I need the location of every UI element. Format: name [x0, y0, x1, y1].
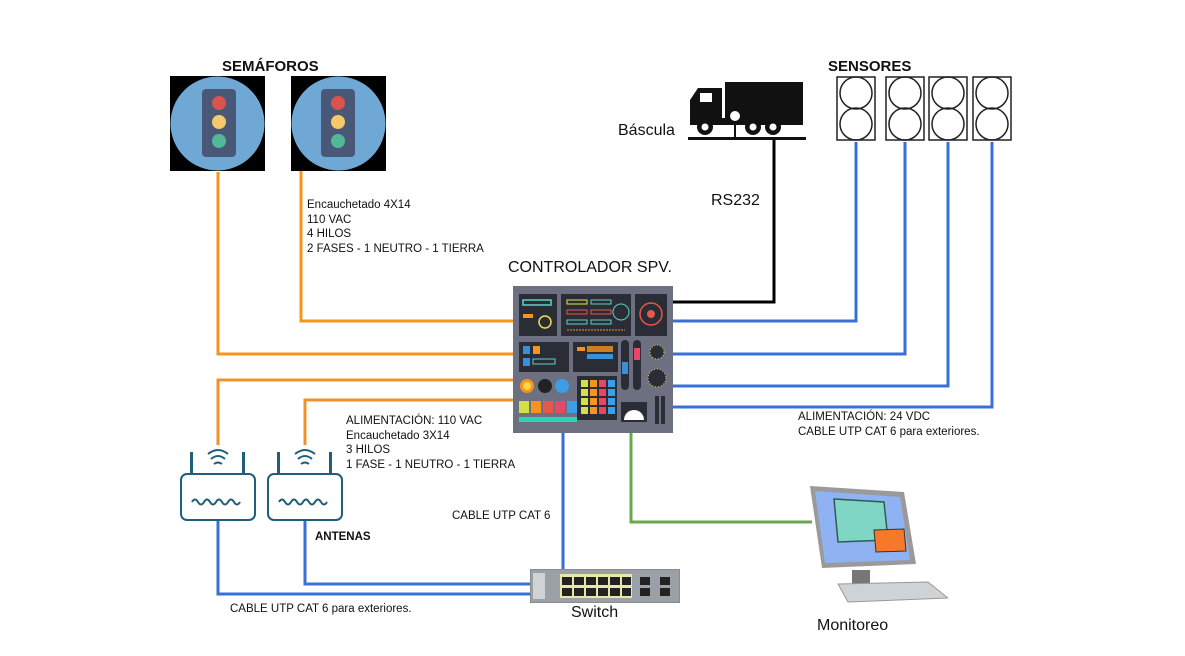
antenas-label: ANTENAS [315, 531, 371, 543]
antena-1-power-wire [216, 378, 515, 445]
traffic-light-icon [170, 76, 265, 171]
controlador-title: CONTROLADOR SPV. [508, 259, 672, 276]
sensores-title: SENSORES [828, 58, 912, 75]
sensor-1-wire [673, 142, 858, 323]
sensor-2-wire [673, 142, 907, 356]
sensor-4-wire [673, 142, 994, 409]
antena-1-data-wire [216, 520, 530, 596]
truck-scale-icon [688, 82, 806, 140]
semaforo-2-power-wire [299, 168, 515, 323]
switch-link-note: CABLE UTP CAT 6 [452, 510, 551, 522]
antena-2-data-wire [303, 520, 530, 586]
monitor-wire [629, 432, 812, 524]
traffic-light-icon [291, 76, 386, 171]
semaforo-1-power-wire [216, 172, 515, 356]
semaforos-title: SEMÁFOROS [222, 58, 319, 75]
sensors-group [836, 76, 1012, 141]
antenna-router-icon [267, 449, 343, 521]
bascula-label: Báscula [618, 122, 675, 139]
sensor-icon [836, 76, 876, 141]
sensor-icon [928, 76, 968, 141]
network-switch-icon [530, 569, 680, 603]
sensor-icon [885, 76, 925, 141]
antena-link-note: CABLE UTP CAT 6 para exteriores. [230, 603, 412, 615]
monitor-computer-icon [810, 486, 948, 603]
switch-label: Switch [571, 604, 619, 621]
controller-panel-icon [513, 286, 673, 433]
rs232-wire [673, 140, 776, 304]
sensor-icon [972, 76, 1012, 141]
monitoreo-label: Monitoreo [817, 617, 889, 634]
antena-2-power-wire [303, 398, 515, 445]
antenna-router-icon [180, 449, 256, 521]
rs232-label: RS232 [711, 192, 760, 209]
sensor-3-wire [673, 142, 950, 388]
